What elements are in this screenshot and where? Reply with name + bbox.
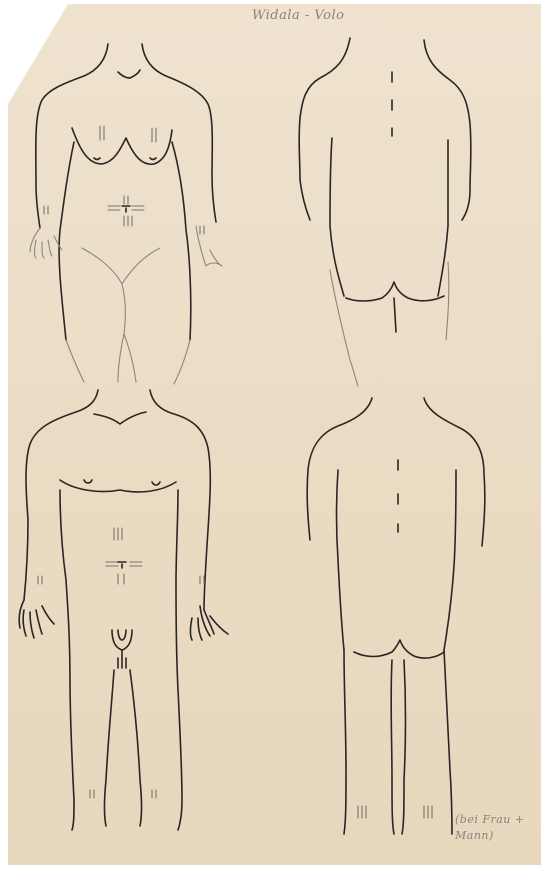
male-back-figure bbox=[307, 398, 485, 834]
female-back-figure bbox=[299, 38, 471, 386]
corner-note: (bei Frau + Mann) bbox=[455, 812, 531, 844]
male-front-figure bbox=[19, 390, 228, 830]
female-front-figure bbox=[30, 44, 222, 384]
